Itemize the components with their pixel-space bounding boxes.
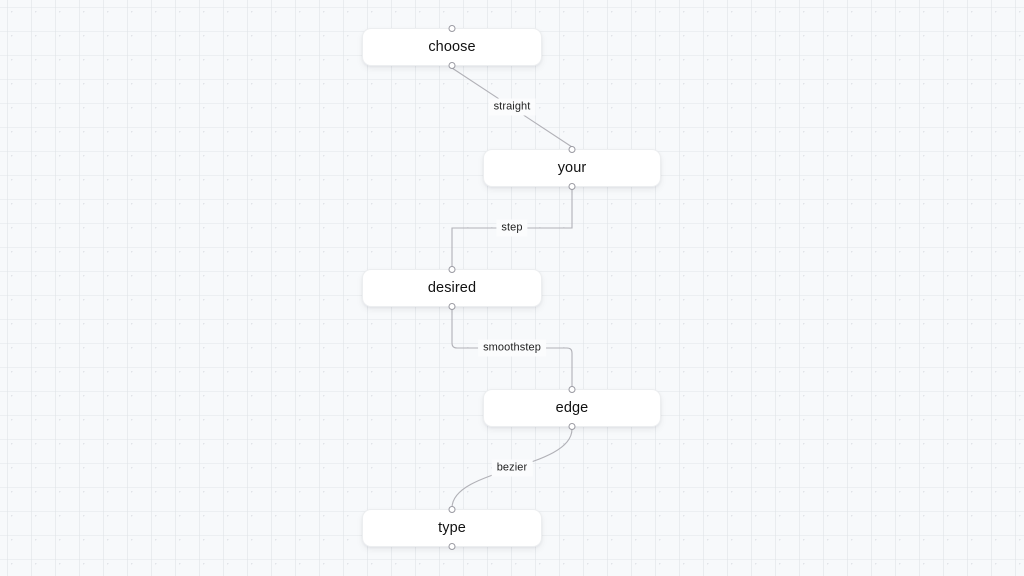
edge-label-bezier[interactable]: bezier (491, 459, 533, 477)
target-handle-icon[interactable] (448, 266, 456, 273)
node-label: choose (428, 39, 476, 55)
node-type[interactable]: type (362, 506, 542, 550)
node-label: type (438, 520, 466, 536)
source-handle-icon[interactable] (568, 183, 576, 190)
node-label: edge (555, 400, 589, 416)
target-handle-icon[interactable] (448, 25, 456, 32)
edge-label-straight[interactable]: straight (488, 98, 536, 116)
source-handle-icon[interactable] (448, 62, 456, 69)
edge-label-step[interactable]: step (496, 219, 528, 237)
node-label: desired (427, 280, 477, 296)
edge-label-smoothstep[interactable]: smoothstep (478, 339, 546, 357)
node-choose[interactable]: choose (362, 25, 542, 69)
target-handle-icon[interactable] (568, 146, 576, 153)
node-edge[interactable]: edge (483, 386, 661, 430)
source-handle-icon[interactable] (568, 423, 576, 430)
target-handle-icon[interactable] (568, 386, 576, 393)
node-label: your (557, 160, 587, 176)
node-your[interactable]: your (483, 146, 661, 190)
source-handle-icon[interactable] (448, 543, 456, 550)
node-desired[interactable]: desired (362, 266, 542, 310)
target-handle-icon[interactable] (448, 506, 456, 513)
source-handle-icon[interactable] (448, 303, 456, 310)
